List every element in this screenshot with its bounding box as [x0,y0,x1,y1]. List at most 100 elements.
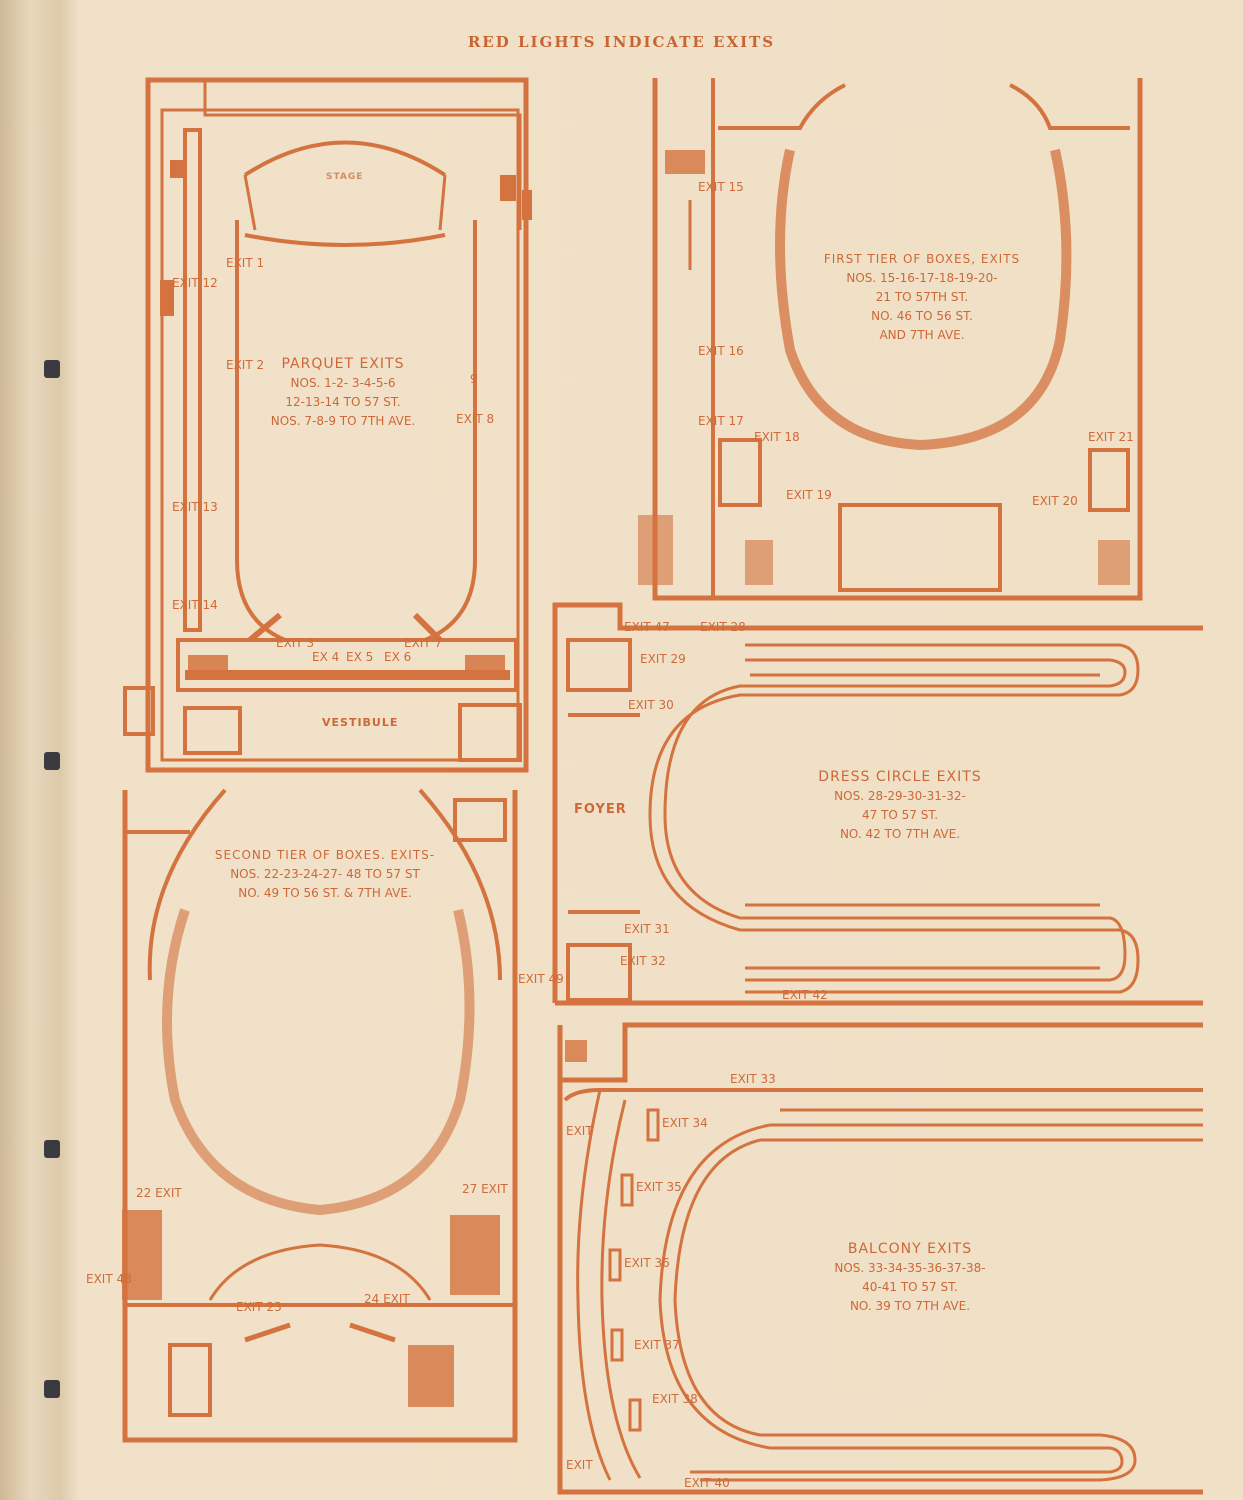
second-tier-box-ring [162,908,475,1216]
dress-circle-heading: DRESS CIRCLE EXITS [818,769,982,785]
exit-label: EXIT 36 [624,1256,670,1270]
exit-label: EXIT 12 [172,276,218,290]
exit-label: EXIT [566,1124,593,1138]
exit-label: EXIT 29 [640,652,686,666]
exit-label: EXIT 38 [652,1392,698,1406]
first-tier-rear-room [838,503,1002,592]
west-corridor [183,128,202,632]
exit-label: EXIT 19 [786,488,832,502]
balcony-front [563,1088,1203,1102]
parquet-exits-caption: PARQUET EXITS NOS. 1-2- 3-4-5-6 12-13-14… [248,355,438,431]
stair-block [745,540,773,585]
first-tier-stair [718,438,762,507]
stair-block [1098,540,1130,585]
second-tier-plan [122,788,518,1443]
second-tier-outer-wall [122,790,518,1443]
exit-label: EXIT 21 [1088,430,1134,444]
parquet-line: NOS. 7-8-9 TO 7TH AVE. [270,414,416,428]
exit-label: EXIT 3 [276,636,315,650]
exit-label: EXIT 15 [698,180,744,194]
dress-circle-rows [663,658,1127,982]
balcony-plan [557,1022,1203,1495]
balcony-caption: BALCONY EXITS NOS. 33-34-35-36-37-38- 40… [810,1240,1010,1316]
balcony-line: 40-41 TO 57 ST. [862,1280,958,1294]
foyer-label: FOYER [574,802,627,817]
exit-label: EXIT 1 [226,256,265,270]
exit-label: EXIT 35 [636,1180,682,1194]
stair-block [638,515,673,585]
stage-sides [243,174,447,231]
parquet-plan [123,77,532,773]
dress-circle-stair [566,943,632,1002]
second-tier-proscenium-left [147,788,227,981]
dress-circle-outer-wall [552,602,1203,1003]
exit-label: 27 EXIT [462,1182,508,1196]
east-office [458,703,522,762]
stair-block [170,160,186,178]
second-tier-stair [168,1343,212,1417]
exit-label: EXIT 28 [700,620,746,634]
balcony-side-curve [576,1089,612,1481]
exit-label: EXIT 7 [404,636,443,650]
exit-label: EXIT 14 [172,598,218,612]
second-tier-box-room [453,798,507,842]
exit-label: 24 EXIT [364,1292,410,1306]
balcony-rows [760,1108,1203,1142]
parquet-inner-wall [160,108,520,762]
exit-label: EXIT 30 [628,698,674,712]
exit-door-mark [628,1398,642,1432]
exit-label: EXIT 23 [236,1300,282,1314]
stair-block [565,1040,587,1062]
first-tier-box-ring [775,148,1072,451]
dress-circle-plan [552,602,1203,1006]
second-tier-line: NO. 49 TO 56 ST. & 7TH AVE. [238,886,412,900]
binding-staple [44,360,60,378]
exit-door-mark [608,1248,622,1282]
exit-label: EXIT 8 [456,412,495,426]
stage-apron [244,233,446,247]
exit-door-mark [620,1173,634,1207]
first-tier-line: AND 7TH AVE. [879,328,965,342]
first-tier-heading: FIRST TIER OF BOXES, EXITS [823,252,1021,266]
stair-block [160,280,174,316]
second-tier-rail [208,1243,432,1301]
balcony-outer-wall [557,1022,1203,1495]
exit-label: EX 6 [384,650,412,664]
stair-block [408,1345,454,1407]
exit-label: EXIT 34 [662,1116,708,1130]
exit-label: EXIT 31 [624,922,670,936]
second-tier-exit-arrows [244,1322,396,1343]
exit-label: EXIT 2 [226,358,265,372]
first-tier-line: NOS. 15-16-17-18-19-20- [846,271,998,285]
dress-circle-line: 47 TO 57 ST. [861,808,939,822]
stage-curve [243,140,447,177]
dress-circle-stair [566,638,632,692]
exit-label: EXIT 40 [684,1476,730,1490]
first-tier-proscenium-left [718,83,846,130]
binding-staple [44,1380,60,1398]
exit-label: EXIT 20 [1032,494,1078,508]
dress-circle-line: NOS. 28-29-30-31-32- [834,789,966,803]
exit-label: EXIT 48 [86,1272,132,1286]
stair-block [188,655,228,679]
stair-block [122,1210,162,1300]
exit-label: EXIT 37 [634,1338,680,1352]
exit-label: EXIT 16 [698,344,744,358]
first-tier-line: NO. 46 TO 56 ST. [871,309,973,323]
foyer-band [176,638,518,692]
exit-door-mark [646,1108,660,1142]
exit-label: EXIT 17 [698,414,744,428]
second-tier-caption: SECOND TIER OF BOXES. EXITS- NOS. 22-23-… [180,846,470,903]
balcony-line: NO. 39 TO 7TH AVE. [849,1299,971,1313]
stage-label: STAGE [326,172,364,182]
binding-staple [44,1140,60,1158]
dress-circle-rows [648,643,1140,994]
exit-door-mark [610,1328,624,1362]
page-binding [0,0,78,1500]
stair-block [500,175,516,201]
exit-label: EXIT 13 [172,500,218,514]
exit-label: EXIT 18 [754,430,800,444]
parquet-north-wall [148,78,522,230]
exit-label: EXIT 33 [730,1072,776,1086]
